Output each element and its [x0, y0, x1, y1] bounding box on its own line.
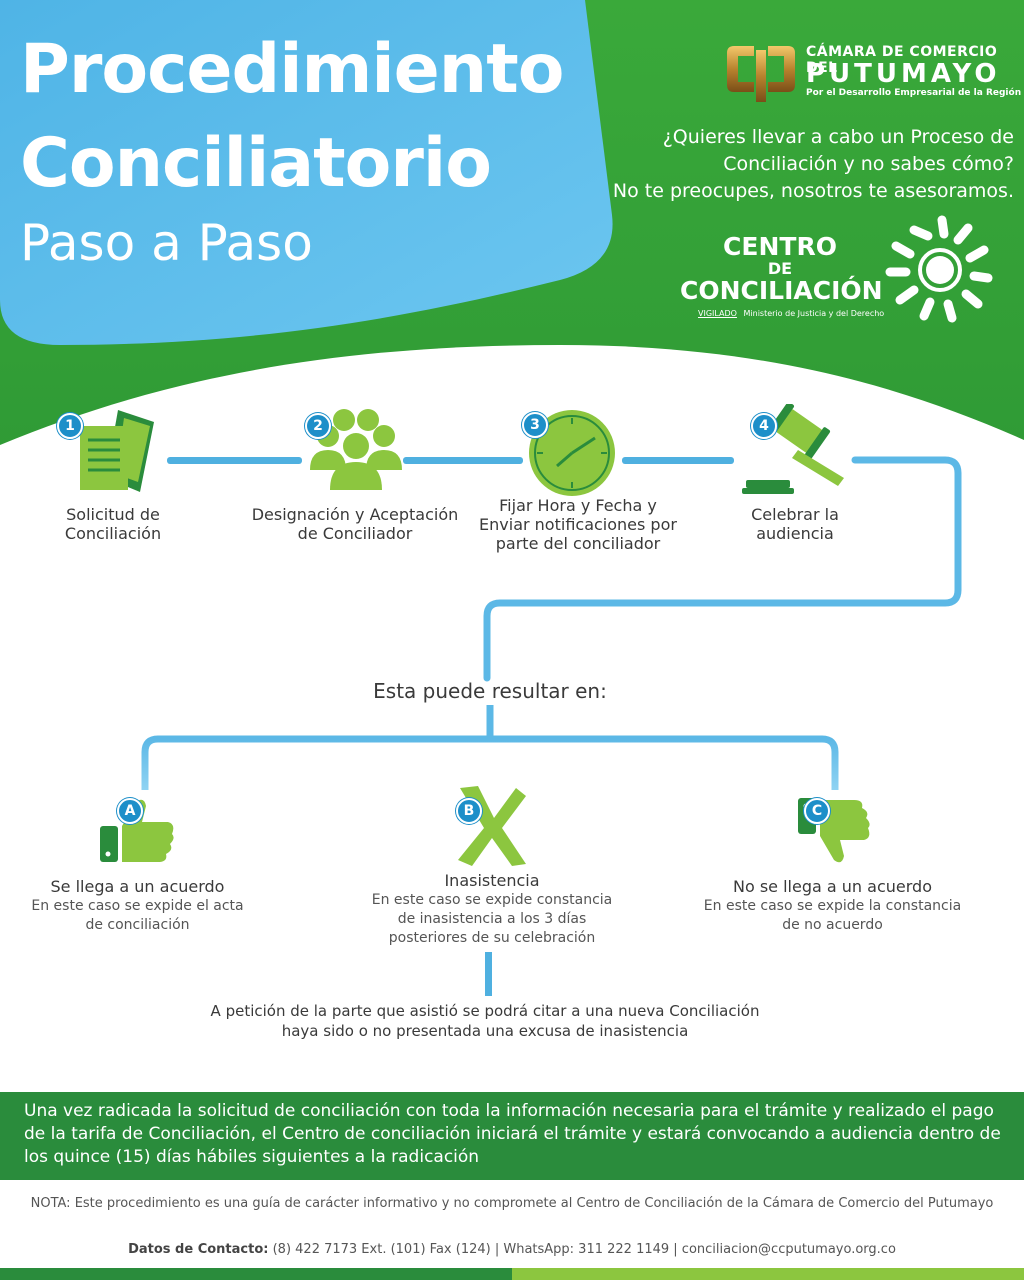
nota-text: NOTA: Este procedimiento es una guía de … — [30, 1196, 994, 1211]
intro-line1: ¿Quieres llevar a cabo un Proceso de — [662, 126, 1014, 148]
people-icon — [310, 409, 402, 490]
outcome-a-badge: A — [117, 798, 143, 824]
intro-line3: No te preocupes, nosotros te asesoramos. — [612, 180, 1014, 202]
document-icon — [80, 410, 154, 492]
centro-emblem-icon — [885, 215, 993, 323]
outcome-c-text: En este caso se expide la constancia de … — [703, 898, 962, 933]
clock-icon — [529, 410, 615, 496]
org-name-line1: CÁMARA DE COMERCIO DEL — [806, 44, 998, 76]
contact-value: (8) 422 7173 Ext. (101) Fax (124) | What… — [268, 1242, 896, 1257]
page-subtitle: Paso a Paso — [20, 214, 313, 272]
org-tagline: Por el Desarrollo Empresarial de la Regi… — [806, 88, 1022, 98]
step-4-label: Celebrar la audiencia — [751, 505, 839, 543]
outcome-b-badge: B — [456, 798, 482, 824]
centro-line1: CENTRO — [723, 232, 837, 261]
x-mark-icon — [458, 786, 526, 866]
intro-text: ¿Quieres llevar a cabo un Proceso de Con… — [594, 124, 1014, 205]
outcome-a-text: En este caso se expide el acta de concil… — [31, 898, 244, 933]
page-title-line1: Procedimiento — [20, 30, 564, 109]
step-3-label: Fijar Hora y Fecha y Enviar notificacion… — [479, 496, 677, 553]
centro-line3: CONCILIACIÓN — [680, 276, 883, 305]
vigilado-label: VIGILADO — [698, 309, 737, 318]
outcome-c-title: No se llega a un acuerdo — [733, 877, 932, 896]
outcome-b-text: En este caso se expide constancia de ina… — [371, 892, 613, 946]
step-2-badge: 2 — [305, 413, 331, 439]
chamber-logo-icon — [727, 46, 795, 102]
step-1-badge: 1 — [57, 413, 83, 439]
step-1-label: Solicitud de Conciliación — [64, 505, 162, 543]
page-title-line2: Conciliatorio — [20, 124, 492, 203]
step-4-badge: 4 — [751, 413, 777, 439]
footer-info: Una vez radicada la solicitud de concili… — [24, 1101, 1001, 1167]
followup-text: A petición de la parte que asistió se po… — [210, 1002, 760, 1040]
outcome-b-title: Inasistencia — [444, 871, 540, 890]
step-3-badge: 3 — [522, 412, 548, 438]
intro-line2: Conciliación y no sabes cómo? — [723, 153, 1014, 175]
outcome-a-title: Se llega a un acuerdo — [50, 877, 225, 896]
ministerio-label: Ministerio de Justicia y del Derecho — [743, 309, 885, 318]
centro-logo-text: CENTRO DE CONCILIACIÓN — [680, 232, 883, 305]
vigilado-row: VIGILADO Ministerio de Justicia y del De… — [698, 309, 884, 318]
centro-line2: DE — [767, 259, 793, 278]
contact-label: Datos de Contacto: — [128, 1242, 269, 1257]
result-label: Esta puede resultar en: — [373, 679, 607, 703]
contact-info: Datos de Contacto: (8) 422 7173 Ext. (10… — [10, 1242, 1014, 1257]
outcome-c-badge: C — [804, 798, 830, 824]
step-2-label: Designación y Aceptación de Conciliador — [251, 505, 459, 543]
org-name-line2: PUTUMAYO — [806, 59, 1001, 89]
